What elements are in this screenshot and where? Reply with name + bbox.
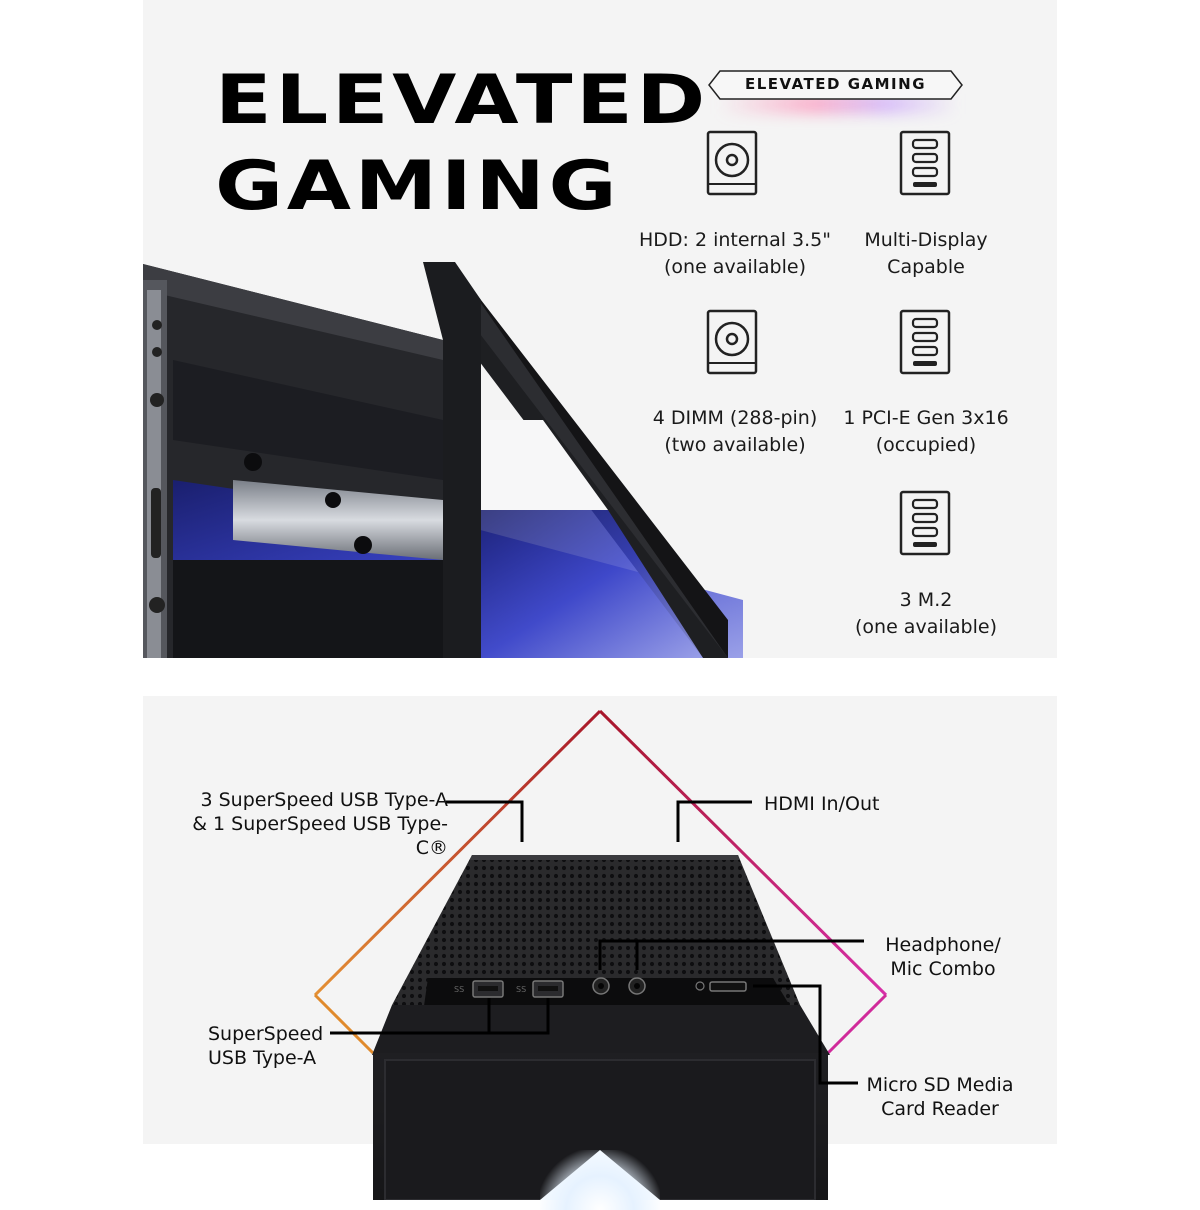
badge-frame: [708, 70, 963, 100]
sd-card-slot: [709, 981, 747, 992]
callout-usb-combo: 3 SuperSpeed USB Type-A & 1 SuperSpeed U…: [192, 789, 448, 859]
diamond-right-edge: [598, 709, 888, 997]
tower-front-bevel: [372, 1005, 830, 1055]
hdmi-leader: [676, 800, 752, 842]
tower-top-mesh: [392, 855, 800, 1005]
spec-multi-display-label: Multi-Display Capable: [864, 229, 988, 278]
headline: ELEVATED GAMING: [215, 58, 709, 230]
spec-hdd-label: HDD: 2 internal 3.5" (one available): [638, 229, 831, 278]
callout-headphone-mic: Headphone/ Mic Combo: [885, 934, 1001, 980]
callout-usb-type-a: SuperSpeed USB Type-A: [208, 1023, 324, 1069]
headphone-leader: [598, 939, 864, 970]
elevated-gaming-badge: ELEVATED GAMING: [708, 70, 963, 114]
spec-pcie-label: 1 PCI-E Gen 3x16 (occupied): [843, 407, 1009, 456]
usb-combo-leader: [446, 800, 524, 842]
badge-text: ELEVATED GAMING: [744, 75, 927, 93]
svg-text:SS: SS: [516, 985, 526, 994]
expansion-slot-icon: [899, 130, 951, 196]
hard-drive-icon: [706, 309, 758, 375]
expansion-slot-icon: [899, 309, 951, 375]
open-case-side-panel-image: [143, 262, 743, 658]
spec-m2-label: 3 M.2 (one available): [855, 589, 997, 638]
sd-reader-leader: [753, 984, 858, 1085]
tower-light-glow: [540, 1150, 660, 1210]
power-icon: [695, 981, 705, 991]
headline-line-1: ELEVATED: [215, 61, 709, 140]
svg-text:SS: SS: [454, 985, 464, 994]
headline-line-2: GAMING: [215, 147, 621, 226]
expansion-slot-icon: [899, 490, 951, 556]
callout-sd-reader: Micro SD Media Card Reader: [866, 1074, 1014, 1120]
callout-hdmi: HDMI In/Out: [764, 793, 880, 815]
hard-drive-icon: [706, 130, 758, 196]
top-feature-panel: ELEVATED GAMING ELEVATED GAMING HDD: 2 i…: [143, 0, 1057, 658]
diamond-left-edge: [313, 709, 602, 997]
spec-dimm-label: 4 DIMM (288-pin) (two available): [652, 407, 818, 456]
